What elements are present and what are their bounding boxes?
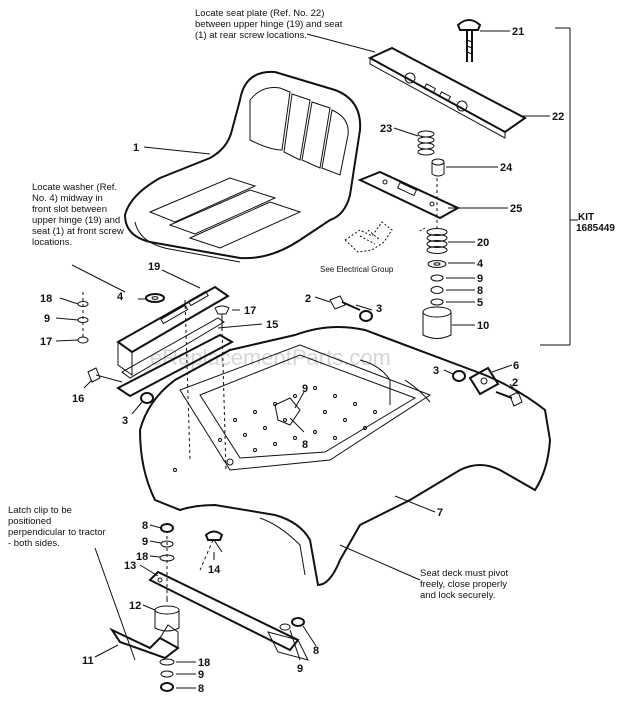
seat-deck-part [138, 326, 552, 587]
callout-1: 1 [133, 142, 139, 154]
callouts: 21 22 23 24 25 20 4 9 8 5 10 3 2 6 7 1 1… [40, 26, 564, 695]
callout-7: 7 [437, 507, 443, 519]
latch-hardware-lower-part [159, 617, 305, 692]
plate-25-part [357, 170, 461, 220]
callout-9-stack: 9 [477, 273, 483, 285]
seat-part [123, 70, 362, 263]
callout-18-left: 18 [40, 293, 52, 305]
latch-bar-part [148, 570, 309, 661]
callout-17-left: 17 [40, 336, 52, 348]
callout-17-right: 17 [244, 305, 256, 317]
spacer-part [431, 158, 445, 177]
bumper-10-part [422, 306, 452, 339]
seat-plate-note: Locate seat plate (Ref. No. 22) between … [195, 8, 343, 41]
callout-2-upper: 2 [305, 293, 311, 305]
deck-holes [173, 386, 377, 472]
callout-3-upper: 3 [376, 303, 382, 315]
callout-2-right: 2 [512, 377, 518, 389]
seat-deck-note: Seat deck must pivot freely, close prope… [420, 568, 509, 601]
callout-24: 24 [500, 162, 513, 174]
spring-23-part [417, 130, 435, 156]
spring-20-part [426, 228, 448, 254]
carriage-bolt-part [456, 19, 482, 62]
callout-14: 14 [208, 564, 221, 576]
bolt-2-upper-part [329, 295, 373, 322]
callout-9-latch-top: 9 [142, 536, 148, 548]
electrical-group-part [344, 221, 393, 253]
screw-14-part [204, 530, 224, 553]
callout-3-left: 3 [122, 415, 128, 427]
callout-22: 22 [552, 111, 564, 123]
callout-16: 16 [72, 393, 84, 405]
washer-stack-part [427, 260, 447, 306]
callout-8-latch-bottom: 8 [198, 683, 204, 695]
callout-8-latch-top: 8 [142, 520, 148, 532]
callout-5: 5 [477, 297, 483, 309]
latch-clip-part [109, 624, 180, 660]
callout-4-left: 4 [117, 291, 124, 303]
callout-4-stack: 4 [477, 258, 484, 270]
callout-9-latch-bottom: 9 [198, 669, 204, 681]
kit-label: KIT [578, 212, 595, 223]
callout-20: 20 [477, 237, 489, 249]
callout-3-right: 3 [433, 365, 439, 377]
callout-19: 19 [148, 261, 160, 273]
callout-21: 21 [512, 26, 524, 38]
callout-10: 10 [477, 320, 489, 332]
callout-13: 13 [124, 560, 136, 572]
electrical-group-note: See Electrical Group [320, 265, 394, 274]
leader-lines [55, 30, 550, 689]
callout-8-deck: 8 [302, 439, 308, 451]
latch-clip-note: Latch clip to be positioned perpendicula… [8, 505, 106, 549]
callout-23: 23 [380, 123, 392, 135]
kit-bracket [540, 27, 578, 346]
callout-11: 11 [82, 655, 94, 667]
bracket-6-part [452, 366, 523, 407]
washer-note: Locate washer (Ref. No. 4) midway in fro… [32, 182, 124, 248]
callout-12: 12 [129, 600, 141, 612]
callout-9-left: 9 [44, 313, 50, 325]
callout-9-latch-right: 9 [297, 663, 303, 675]
hinge-15-part [87, 333, 235, 404]
callout-8-stack: 8 [477, 285, 483, 297]
callout-8-latch-right: 8 [313, 645, 319, 657]
callout-6: 6 [513, 360, 519, 372]
washer-4-part [145, 293, 165, 303]
callout-18-latch-bottom: 18 [198, 657, 210, 669]
callout-25: 25 [510, 203, 522, 215]
callout-15: 15 [266, 319, 278, 331]
seat-plate-part [367, 46, 527, 139]
kit-number: 1685449 [576, 223, 615, 234]
watermark: eReplacementParts.com [150, 345, 391, 370]
callout-9-deck: 9 [302, 383, 308, 395]
callout-18-latch-top: 18 [136, 551, 148, 563]
